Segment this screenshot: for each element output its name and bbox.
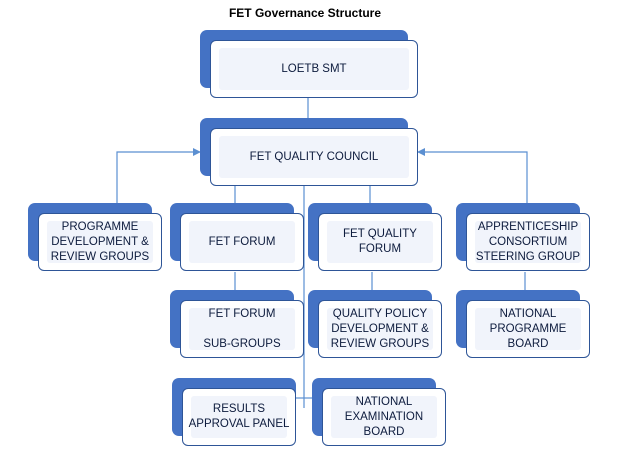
apprenticeship-box-fill — [475, 221, 581, 263]
nat-exam-box: NATIONAL EXAMINATION BOARD — [322, 388, 446, 446]
council-box: FET QUALITY COUNCIL — [210, 128, 418, 186]
results-box: RESULTS APPROVAL PANEL — [182, 388, 296, 446]
forum-box-fill — [189, 221, 295, 263]
council-box-fill — [219, 136, 409, 178]
national-prog-label: NATIONAL PROGRAMME BOARD — [489, 307, 567, 350]
council-label: FET QUALITY COUNCIL — [249, 150, 379, 163]
qp-dev-box-fill — [327, 308, 433, 350]
programme-council-arrow — [116, 148, 201, 213]
nat-exam-box-fill — [331, 396, 437, 438]
forum-sub-box-fill — [189, 308, 295, 350]
national-prog-box-fill — [475, 308, 581, 350]
nat-exam-label: NATIONAL EXAMINATION BOARD — [344, 395, 424, 438]
diagram-title: FET Governance Structure — [228, 6, 382, 20]
programme-box-fill — [47, 221, 153, 263]
apprenticeship-box: APPRENTICESHIP CONSORTIUM STEERING GROUP — [466, 213, 590, 271]
programme-label: PROGRAMME DEVELOPMENT & REVIEW GROUPS — [50, 220, 150, 263]
qp-dev-box: QUALITY POLICY DEVELOPMENT & REVIEW GROU… — [318, 300, 442, 358]
quality-forum-box: FET QUALITY FORUM — [318, 213, 442, 271]
forum-sub-label: FET FORUM SUB-GROUPS — [203, 307, 281, 350]
smt-label: LOETB SMT — [281, 62, 347, 75]
apprenticeship-label: APPRENTICESHIP CONSORTIUM STEERING GROUP — [475, 220, 581, 263]
forum-label: FET FORUM — [208, 235, 276, 248]
qp-dev-label: QUALITY POLICY DEVELOPMENT & REVIEW GROU… — [330, 307, 430, 350]
smt-box: LOETB SMT — [210, 40, 418, 98]
quality-forum-box-fill — [327, 221, 433, 263]
smt-box-fill — [219, 48, 409, 90]
results-box-fill — [191, 396, 287, 438]
quality-forum-label: FET QUALITY FORUM — [343, 228, 417, 255]
national-prog-box: NATIONAL PROGRAMME BOARD — [466, 300, 590, 358]
apprenticeship-council-arrow — [417, 148, 528, 213]
programme-box: PROGRAMME DEVELOPMENT & REVIEW GROUPS — [38, 213, 162, 271]
forum-box: FET FORUM — [180, 213, 304, 271]
results-label: RESULTS APPROVAL PANEL — [188, 403, 290, 430]
forum-sub-box: FET FORUM SUB-GROUPS — [180, 300, 304, 358]
